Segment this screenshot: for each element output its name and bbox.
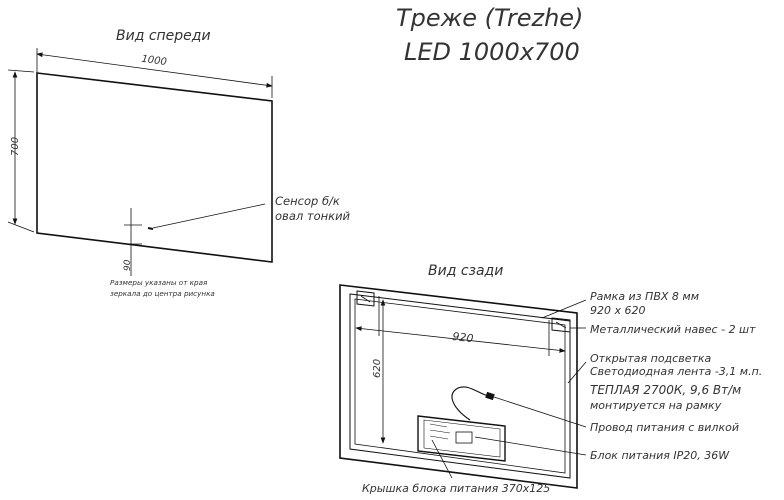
- sensor-oval: [147, 227, 154, 230]
- psu-unit: [455, 431, 473, 444]
- sensor-label-line-2: овал тонкий: [275, 209, 351, 223]
- frame-width-dimension-line: [355, 326, 566, 353]
- dimension-note-line-2: зеркала до центра рисунка: [110, 289, 215, 298]
- psu-callout: Блок питания IP20, 36W: [590, 449, 730, 462]
- pvc-frame-outer: [349, 293, 571, 479]
- frame-callout-line-2: 920 x 620: [590, 304, 646, 317]
- psu-leader-line: [474, 436, 587, 456]
- front-view-label: Вид спереди: [116, 28, 211, 44]
- psu-cover: [417, 415, 506, 462]
- led-callout-line-1: Открытая подсветка: [590, 352, 712, 365]
- psu-cover-inner: [423, 419, 501, 458]
- height-extension-top: [7, 69, 35, 73]
- height-extension-bottom: [7, 221, 35, 233]
- sensor-offset-label: 90: [123, 259, 133, 271]
- sensor-label-line-1: Сенсор б/к: [275, 194, 340, 208]
- frame-width-label: 920: [452, 330, 474, 345]
- power-cable: [451, 386, 489, 421]
- callouts: Рамка из ПВХ 8 мм 920 x 620 Металлически…: [362, 290, 762, 495]
- led-callout-line-4: монтируется на рамку: [590, 399, 722, 412]
- back-view-label: Вид сзади: [428, 263, 503, 279]
- back-view: Вид сзади 920 620: [339, 263, 578, 489]
- sensor-leader-line: [152, 203, 266, 229]
- mirror-front-outline: [36, 72, 273, 263]
- hanger-callout: Металлический навес - 2 шт: [590, 323, 756, 336]
- title-line-1: Треже (Trezhe): [396, 4, 583, 32]
- width-dimension-line: [36, 52, 273, 88]
- hanger-left: [356, 290, 375, 307]
- title-line-2: LED 1000x700: [404, 38, 580, 66]
- height-label: 700: [10, 137, 21, 156]
- cable-callout: Провод питания с вилкой: [590, 421, 739, 434]
- pvc-frame-inner: [354, 298, 566, 474]
- front-view: Вид спереди 1000 700 Сенсор б/к овал тон…: [7, 28, 351, 298]
- width-label: 1000: [141, 54, 168, 68]
- cable-leader-line: [493, 396, 587, 428]
- led-callout-line-2: Светодиодная лента -3,1 м.п.: [590, 365, 762, 378]
- frame-callout-line-1: Рамка из ПВХ 8 мм: [590, 290, 699, 303]
- psu-cover-hatching: [429, 423, 451, 440]
- plug-icon: [485, 391, 495, 401]
- cover-leader-line: [431, 439, 453, 479]
- led-callout-line-3: ТЕПЛАЯ 2700К, 9,6 Вт/м: [590, 383, 741, 397]
- mirror-back-outline: [339, 284, 578, 489]
- led-leader-line: [567, 361, 587, 384]
- cover-callout: Крышка блока питания 370x125: [362, 482, 550, 495]
- frame-height-label: 620: [372, 359, 383, 378]
- frame-leader-line: [541, 299, 587, 319]
- dimension-note-line-1: Размеры указаны от края: [110, 278, 208, 287]
